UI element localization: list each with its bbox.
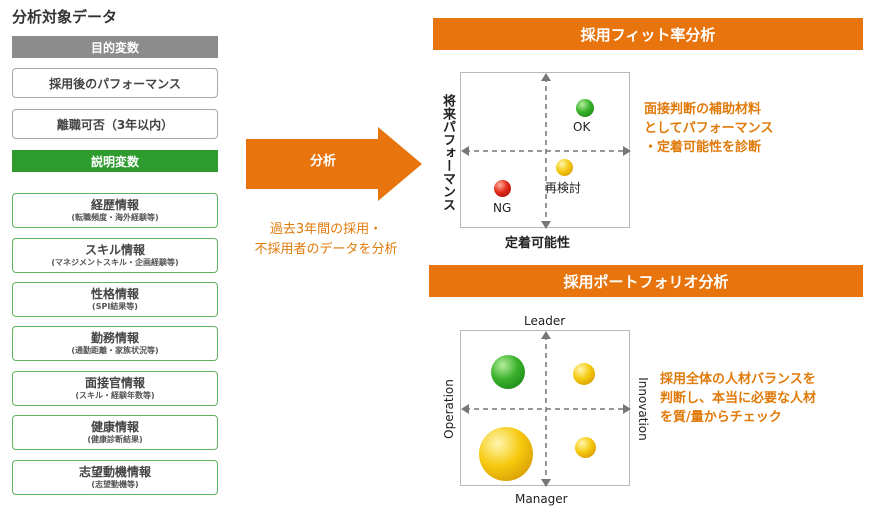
note-line: 採用全体の人材バランスを bbox=[660, 372, 816, 387]
explanatory-item: 面接官情報 (スキル・経験年数等) bbox=[12, 371, 218, 406]
ng-label: NG bbox=[493, 201, 512, 215]
explanatory-item-sub: (転職頻度・海外経験等) bbox=[71, 213, 159, 222]
reconsider-point bbox=[556, 159, 573, 176]
note-line: ・定着可能性を診断 bbox=[644, 140, 762, 155]
explanatory-item: 経歴情報 (転職頻度・海外経験等) bbox=[12, 193, 218, 228]
explanatory-item: スキル情報 (マネジメントスキル・企画経験等) bbox=[12, 238, 218, 273]
ng-point bbox=[494, 180, 511, 197]
caption-line: 過去3年間の採用・ bbox=[269, 222, 383, 237]
analysis-arrow bbox=[246, 127, 422, 201]
panel-title: 分析対象データ bbox=[12, 8, 118, 26]
explanatory-item: 健康情報 (健康診断結果) bbox=[12, 415, 218, 450]
note-line: を質/量からチェック bbox=[660, 410, 782, 425]
explanatory-item-sub: (健康診断結果) bbox=[87, 435, 143, 444]
operation-manager-bubble bbox=[479, 427, 533, 481]
portfolio-analysis-note: 採用全体の人材バランスを 判断し、本当に必要な人材 を質/量からチェック bbox=[660, 370, 816, 427]
explanatory-item: 志望動機情報 (志望動機等) bbox=[12, 460, 218, 495]
fit-analysis-note: 面接判断の補助材料 としてパフォーマンス ・定着可能性を診断 bbox=[644, 100, 773, 157]
reconsider-label: 再検討 bbox=[545, 181, 582, 195]
explanatory-item-title: 志望動機情報 bbox=[78, 465, 151, 479]
explanatory-item-sub: (志望動機等) bbox=[91, 480, 139, 489]
note-line: 面接判断の補助材料 bbox=[644, 102, 762, 117]
analysis-caption: 過去3年間の採用・ 不採用者のデータを分析 bbox=[226, 220, 426, 260]
fit-analysis-header: 採用フィット率分析 bbox=[433, 18, 863, 50]
caption-line: 不採用者のデータを分析 bbox=[254, 242, 398, 257]
operation-label: Operation bbox=[442, 379, 456, 439]
arrow-label: 分析 bbox=[309, 154, 336, 169]
explanatory-item-title: 面接官情報 bbox=[84, 376, 145, 390]
note-line: 判断し、本当に必要な人材 bbox=[660, 391, 817, 406]
fit-y-axis-label: 将来パフォーマンス bbox=[440, 94, 455, 211]
explanatory-item-title: スキル情報 bbox=[84, 243, 145, 257]
explanatory-item: 性格情報 (SPI結果等) bbox=[12, 282, 218, 317]
fit-quadrant-axes bbox=[461, 73, 631, 229]
fit-quadrant-box: OK 再検討 NG bbox=[460, 72, 631, 229]
objective-item: 離職可否（3年以内） bbox=[12, 109, 218, 139]
objective-variable-header: 目的変数 bbox=[12, 36, 218, 58]
explanatory-item-title: 健康情報 bbox=[90, 420, 139, 434]
manager-label: Manager bbox=[515, 492, 568, 506]
explanatory-item-title: 経歴情報 bbox=[90, 198, 139, 212]
innovation-label: Innovation bbox=[636, 377, 650, 441]
explanatory-item-sub: (通勤距離・家族状況等) bbox=[71, 346, 159, 355]
portfolio-quadrant-box bbox=[460, 330, 631, 487]
objective-item: 採用後のパフォーマンス bbox=[12, 68, 218, 98]
explanatory-item-sub: (SPI結果等) bbox=[92, 302, 138, 311]
explanatory-item: 勤務情報 (通勤距離・家族状況等) bbox=[12, 326, 218, 361]
explanatory-item-title: 性格情報 bbox=[90, 287, 139, 301]
innovation-leader-bubble bbox=[573, 363, 595, 385]
innovation-manager-bubble bbox=[575, 437, 596, 458]
explanatory-item-sub: (マネジメントスキル・企画経験等) bbox=[51, 258, 179, 267]
portfolio-quadrant-axes bbox=[461, 331, 631, 487]
portfolio-analysis-header: 採用ポートフォリオ分析 bbox=[429, 265, 863, 297]
explanatory-item-sub: (スキル・経験年数等) bbox=[75, 391, 155, 400]
operation-leader-bubble bbox=[491, 355, 525, 389]
leader-label: Leader bbox=[524, 314, 566, 328]
explanatory-variable-header: 説明変数 bbox=[12, 150, 218, 172]
fit-x-axis-label: 定着可能性 bbox=[505, 236, 571, 251]
ok-label: OK bbox=[573, 120, 591, 134]
ok-point bbox=[576, 99, 594, 117]
note-line: としてパフォーマンス bbox=[644, 121, 774, 136]
explanatory-item-title: 勤務情報 bbox=[90, 331, 139, 345]
